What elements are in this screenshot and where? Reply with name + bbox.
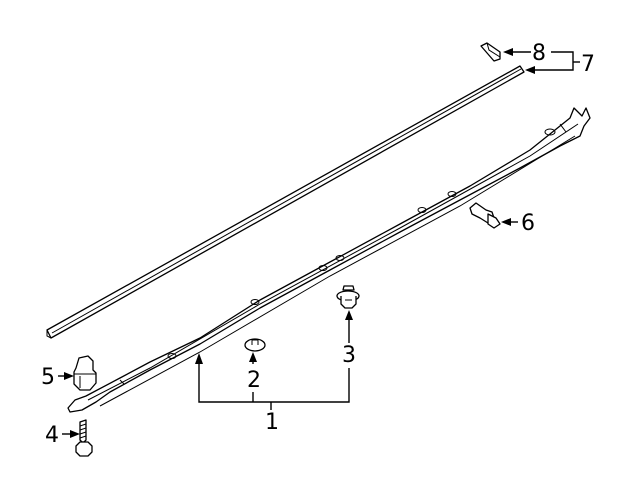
callout-7: 7 <box>581 52 595 77</box>
flat-clip <box>244 338 266 352</box>
push-pin-clip <box>469 202 501 229</box>
leader-2 <box>249 352 257 364</box>
sill-molding <box>67 107 591 413</box>
callout-3: 3 <box>342 343 356 368</box>
leader-4 <box>62 430 80 438</box>
leader-5 <box>58 372 74 380</box>
callout-5: 5 <box>41 365 55 390</box>
leader-1 <box>195 353 350 410</box>
callout-8: 8 <box>532 41 546 66</box>
leader-7 <box>525 51 580 74</box>
leader-6 <box>501 218 518 226</box>
screw <box>75 419 93 457</box>
callout-2: 2 <box>247 368 261 393</box>
molding-strip <box>46 65 525 339</box>
callout-1: 1 <box>265 410 279 435</box>
clip-8 <box>480 42 501 62</box>
fastener-3 <box>336 285 360 309</box>
callout-6: 6 <box>521 211 535 236</box>
leader-8 <box>503 48 531 56</box>
leader-3 <box>345 310 353 343</box>
nut-clip <box>73 355 97 391</box>
callout-4: 4 <box>45 423 59 448</box>
